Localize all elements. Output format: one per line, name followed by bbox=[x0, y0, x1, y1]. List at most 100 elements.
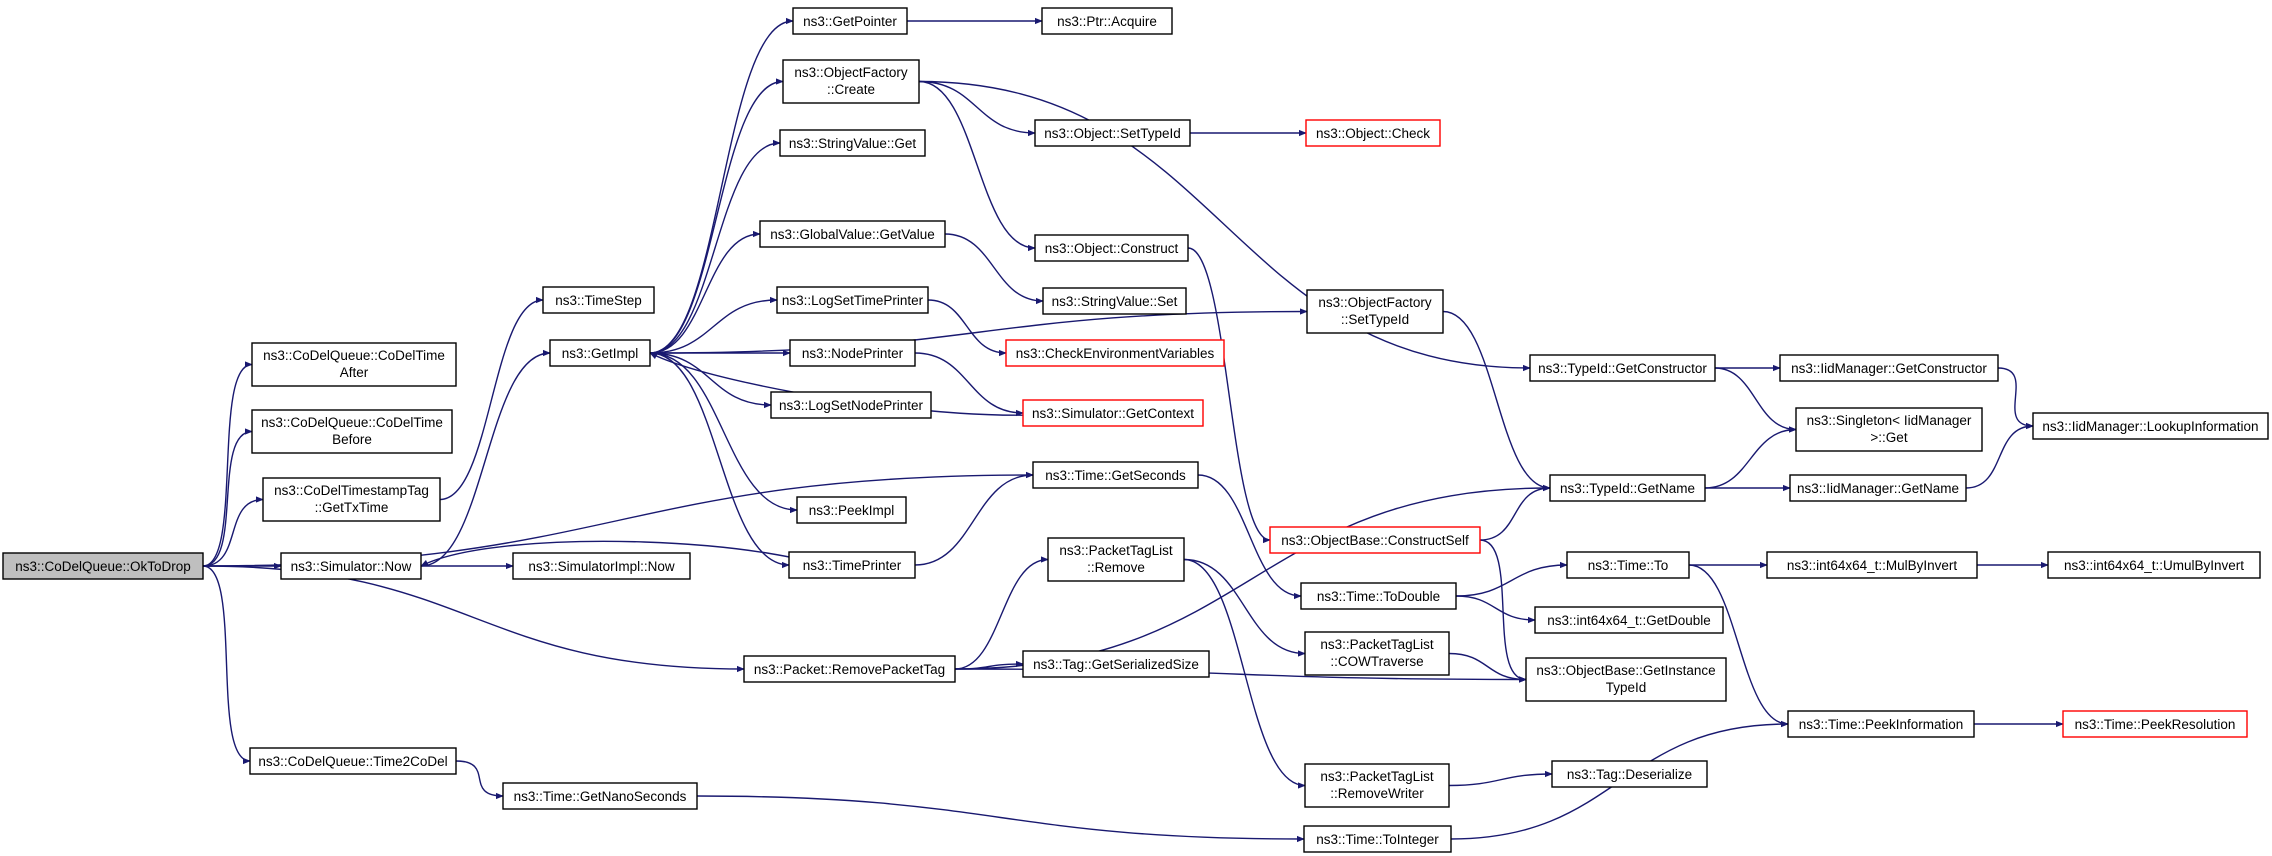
node-box[interactable] bbox=[280, 552, 422, 580]
node-getpointer[interactable]: ns3::GetPointer bbox=[792, 7, 908, 35]
node-box[interactable] bbox=[743, 655, 956, 683]
node-box[interactable] bbox=[796, 496, 907, 524]
node-box[interactable] bbox=[1005, 339, 1225, 367]
node-timetoint[interactable]: ns3::Time::ToInteger bbox=[1303, 825, 1452, 853]
node-box[interactable] bbox=[1304, 763, 1450, 808]
node-box[interactable] bbox=[789, 339, 916, 367]
node-root[interactable]: ns3::CoDelQueue::OkToDrop bbox=[2, 552, 204, 580]
node-box[interactable] bbox=[262, 477, 441, 522]
node-simnow[interactable]: ns3::Simulator::Now bbox=[280, 552, 422, 580]
node-svget[interactable]: ns3::StringValue::Get bbox=[779, 129, 926, 157]
node-box[interactable] bbox=[1525, 657, 1727, 702]
node-ofcreate[interactable]: ns3::ObjectFactory::Create bbox=[782, 59, 920, 104]
node-box[interactable] bbox=[2047, 551, 2261, 579]
node-box[interactable] bbox=[251, 409, 453, 454]
node-svset[interactable]: ns3::StringValue::Set bbox=[1042, 287, 1187, 315]
node-iidgetctor[interactable]: ns3::IidManager::GetConstructor bbox=[1779, 354, 1999, 382]
node-i64getdouble[interactable]: ns3::int64x64_t::GetDouble bbox=[1534, 606, 1724, 634]
node-box[interactable] bbox=[1566, 551, 1690, 579]
node-box[interactable] bbox=[776, 286, 929, 314]
node-box[interactable] bbox=[792, 7, 908, 35]
node-iidgetname[interactable]: ns3::IidManager::GetName bbox=[1789, 474, 1967, 502]
node-objsettid[interactable]: ns3::Object::SetTypeId bbox=[1034, 119, 1191, 147]
node-box[interactable] bbox=[1022, 650, 1210, 678]
node-objcheck[interactable]: ns3::Object::Check bbox=[1305, 119, 1441, 147]
node-box[interactable] bbox=[512, 552, 691, 580]
node-timestep[interactable]: ns3::TimeStep bbox=[542, 286, 655, 314]
node-box[interactable] bbox=[1269, 526, 1481, 554]
node-logstp[interactable]: ns3::LogSetTimePrinter bbox=[776, 286, 929, 314]
node-box[interactable] bbox=[2062, 710, 2248, 738]
node-box[interactable] bbox=[1529, 354, 1716, 382]
node-t2cd[interactable]: ns3::CoDelQueue::Time2CoDel bbox=[249, 747, 457, 775]
node-ptlcow[interactable]: ns3::PacketTagList::COWTraverse bbox=[1304, 631, 1450, 676]
node-timegetsec[interactable]: ns3::Time::GetSeconds bbox=[1032, 461, 1199, 489]
node-timeto[interactable]: ns3::Time::To bbox=[1566, 551, 1690, 579]
node-gvgv[interactable]: ns3::GlobalValue::GetValue bbox=[759, 220, 946, 248]
node-taggss[interactable]: ns3::Tag::GetSerializedSize bbox=[1022, 650, 1210, 678]
node-box[interactable] bbox=[1795, 407, 1983, 452]
node-i64umulbyinv[interactable]: ns3::int64x64_t::UmulByInvert bbox=[2047, 551, 2261, 579]
node-logsnp[interactable]: ns3::LogSetNodePrinter bbox=[770, 391, 932, 419]
node-i64mulbyinv[interactable]: ns3::int64x64_t::MulByInvert bbox=[1766, 551, 1978, 579]
node-box[interactable] bbox=[1789, 474, 1967, 502]
node-box[interactable] bbox=[1047, 537, 1185, 582]
node-obconstructself[interactable]: ns3::ObjectBase::ConstructSelf bbox=[1269, 526, 1481, 554]
node-box[interactable] bbox=[788, 551, 916, 579]
node-box[interactable] bbox=[549, 339, 651, 367]
node-box[interactable] bbox=[1303, 825, 1452, 853]
node-tagdeser[interactable]: ns3::Tag::Deserialize bbox=[1551, 760, 1708, 788]
node-box[interactable] bbox=[2032, 412, 2269, 440]
node-box[interactable] bbox=[782, 59, 920, 104]
node-box[interactable] bbox=[1041, 7, 1173, 35]
node-simimplnow[interactable]: ns3::SimulatorImpl::Now bbox=[512, 552, 691, 580]
node-box[interactable] bbox=[251, 342, 457, 387]
node-box[interactable] bbox=[770, 391, 932, 419]
node-box[interactable] bbox=[779, 129, 926, 157]
node-box[interactable] bbox=[1022, 399, 1204, 427]
node-timeprinter[interactable]: ns3::TimePrinter bbox=[788, 551, 916, 579]
node-ptlremove[interactable]: ns3::PacketTagList::Remove bbox=[1047, 537, 1185, 582]
node-simgetctx[interactable]: ns3::Simulator::GetContext bbox=[1022, 399, 1204, 427]
node-box[interactable] bbox=[1300, 582, 1457, 610]
node-box[interactable] bbox=[1551, 760, 1708, 788]
node-ofsettid[interactable]: ns3::ObjectFactory::SetTypeId bbox=[1306, 289, 1444, 334]
node-box[interactable] bbox=[1779, 354, 1999, 382]
node-box[interactable] bbox=[1534, 606, 1724, 634]
node-checkenv[interactable]: ns3::CheckEnvironmentVariables bbox=[1005, 339, 1225, 367]
node-box[interactable] bbox=[1305, 119, 1441, 147]
node-box[interactable] bbox=[1787, 710, 1975, 738]
node-getimpl[interactable]: ns3::GetImpl bbox=[549, 339, 651, 367]
node-nodeprinter[interactable]: ns3::NodePrinter bbox=[789, 339, 916, 367]
node-tidgetname[interactable]: ns3::TypeId::GetName bbox=[1549, 474, 1706, 502]
node-getnano[interactable]: ns3::Time::GetNanoSeconds bbox=[502, 782, 698, 810]
node-ptracq[interactable]: ns3::Ptr::Acquire bbox=[1041, 7, 1173, 35]
node-pktrpt[interactable]: ns3::Packet::RemovePacketTag bbox=[743, 655, 956, 683]
node-tidgetctor[interactable]: ns3::TypeId::GetConstructor bbox=[1529, 354, 1716, 382]
node-singletonget[interactable]: ns3::Singleton< IidManager>::Get bbox=[1795, 407, 1983, 452]
node-peekimpl[interactable]: ns3::PeekImpl bbox=[796, 496, 907, 524]
node-timepeekinfo[interactable]: ns3::Time::PeekInformation bbox=[1787, 710, 1975, 738]
node-box[interactable] bbox=[1032, 461, 1199, 489]
node-box[interactable] bbox=[1042, 287, 1187, 315]
node-timetodouble[interactable]: ns3::Time::ToDouble bbox=[1300, 582, 1457, 610]
node-objconstruct[interactable]: ns3::Object::Construct bbox=[1034, 234, 1189, 262]
node-box[interactable] bbox=[1034, 119, 1191, 147]
node-box[interactable] bbox=[2, 552, 204, 580]
node-box[interactable] bbox=[1034, 234, 1189, 262]
node-box[interactable] bbox=[1304, 631, 1450, 676]
node-box[interactable] bbox=[249, 747, 457, 775]
node-cdtag[interactable]: ns3::CoDelTimestampTag::GetTxTime bbox=[262, 477, 441, 522]
node-box[interactable] bbox=[1549, 474, 1706, 502]
node-box[interactable] bbox=[759, 220, 946, 248]
node-box[interactable] bbox=[1766, 551, 1978, 579]
node-ptlrw[interactable]: ns3::PacketTagList::RemoveWriter bbox=[1304, 763, 1450, 808]
node-box[interactable] bbox=[542, 286, 655, 314]
node-iidlookup[interactable]: ns3::IidManager::LookupInformation bbox=[2032, 412, 2269, 440]
node-box[interactable] bbox=[502, 782, 698, 810]
node-timepeekres[interactable]: ns3::Time::PeekResolution bbox=[2062, 710, 2248, 738]
node-box[interactable] bbox=[1306, 289, 1444, 334]
